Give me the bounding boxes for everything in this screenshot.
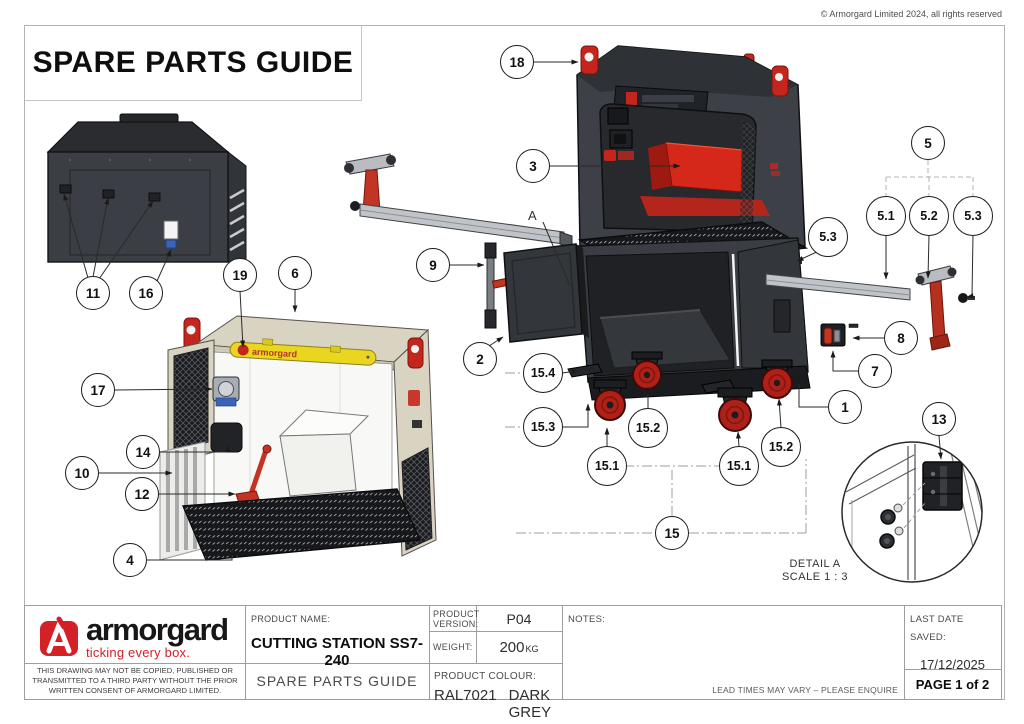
copy-disclaimer: THIS DRAWING MAY NOT BE COPIED, PUBLISHE… [32, 665, 238, 696]
brand-name: armorgard [86, 612, 229, 647]
banner-brand-text: armorgard [252, 347, 298, 360]
colour-name: DARK GREY [508, 687, 552, 721]
latch-part [820, 323, 859, 347]
caster [761, 359, 793, 399]
date-value: 17/12/2025 [919, 657, 986, 672]
caster [593, 379, 627, 421]
product-name-value: CUTTING STATION SS7-240 [251, 635, 423, 669]
notes-label: NOTES: [568, 614, 606, 625]
colour-cell: PRODUCT COLOUR: RAL7021 DARK GREY [429, 663, 562, 721]
casters [567, 351, 793, 432]
doc-type: SPARE PARTS GUIDE [256, 673, 418, 689]
brand-tagline: ticking every box. [86, 645, 191, 660]
colour-code: RAL7021 [434, 687, 497, 704]
socket-part [212, 376, 240, 407]
back-view-cabinet [46, 113, 247, 265]
colour-label: PRODUCT COLOUR: [434, 671, 537, 682]
guide-rail-left [344, 153, 573, 249]
main-machine [503, 45, 911, 401]
open-station-view: armorgard [159, 315, 437, 561]
lead-times-note: LEAD TIMES MAY VARY – PLEASE ENQUIRE [712, 685, 898, 695]
detail-a-view [841, 441, 983, 583]
product-name-cell: PRODUCT NAME: CUTTING STATION SS7-240 [245, 606, 429, 669]
control-box-part [210, 422, 243, 453]
annotation-a-label: A [528, 208, 537, 223]
page-number: PAGE 1 of 2 [915, 676, 990, 692]
weight-label: WEIGHT: [433, 642, 473, 652]
title-box: SPARE PARTS GUIDE [25, 26, 362, 101]
version-value: P04 [506, 610, 532, 627]
caster [717, 387, 753, 432]
end-stop-part [915, 265, 975, 351]
page-title: SPARE PARTS GUIDE [32, 46, 354, 79]
copyright-text: © Armorgard Limited 2024, all rights res… [820, 9, 1002, 19]
annotation-a-leader [542, 221, 571, 287]
version-label: PRODUCT VERSION: [433, 609, 480, 629]
brand-banner: armorgard [229, 338, 377, 366]
weight-unit: KG [525, 644, 539, 654]
caster [631, 351, 663, 390]
weight-number: 200 [499, 639, 525, 656]
armorgard-a-icon [40, 616, 78, 656]
notes-cell: NOTES: LEAD TIMES MAY VARY – PLEASE ENQU… [562, 606, 904, 699]
detail-a-scale: SCALE 1 : 3 [781, 571, 849, 583]
brand-logo: armorgard ticking every box. [25, 606, 245, 663]
hinge-rod-part [484, 242, 508, 329]
detail-a-title: DETAIL A [789, 558, 841, 570]
date-label: LAST DATE SAVED: [910, 614, 964, 643]
product-name-label: PRODUCT NAME: [251, 614, 331, 624]
title-block: armorgard ticking every box. THIS DRAWIN… [24, 605, 1002, 721]
date-cell: LAST DATE SAVED: 17/12/2025 [904, 606, 1001, 672]
